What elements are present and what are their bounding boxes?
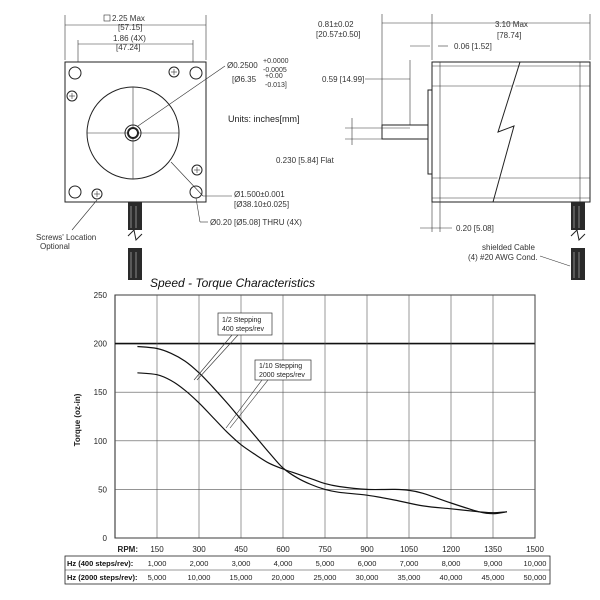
- table-cell: 3,000: [232, 559, 251, 568]
- x-tick-label: 150: [150, 545, 164, 554]
- x-tick-label: 1050: [400, 545, 418, 554]
- x-tick-label: 900: [360, 545, 374, 554]
- screw-icon: [66, 90, 78, 102]
- screw-icon: [191, 164, 203, 176]
- motor-body-side: [431, 61, 591, 203]
- speed-torque-chart: Speed - Torque Characteristics Torque (o…: [64, 276, 551, 585]
- front-view: 2.25 Max [57.15] 1.86 (4X) [47.24]: [36, 14, 302, 280]
- table-cell: 45,000: [482, 573, 505, 582]
- mount-hole-icon: [68, 66, 82, 80]
- x-tick-label: 1350: [484, 545, 502, 554]
- shaft-tol-minus: -0.0005: [263, 67, 287, 74]
- table-cell: 8,000: [442, 559, 461, 568]
- y-tick-label: 0: [103, 534, 108, 543]
- cable-front: [127, 202, 143, 280]
- mount-hole-icon: [189, 66, 203, 80]
- callout-tenth-step-line1: 1/10 Stepping: [259, 363, 302, 370]
- shaft-dia-label: Ø0.2500: [227, 61, 258, 70]
- table-cell: 5,000: [316, 559, 335, 568]
- x-tick-label: 300: [192, 545, 206, 554]
- x-tick-labels: 150 300 450 600 750 900 1050 1200 1350 1500: [150, 545, 544, 554]
- series-tenth-step-line: [137, 372, 508, 515]
- callout-tenth-step: 1/10 Stepping 2000 steps/rev: [225, 359, 312, 429]
- x-tick-label: 1200: [442, 545, 460, 554]
- cable-side: [570, 202, 586, 280]
- screws-note-1: Screws' Location: [36, 233, 96, 242]
- callout-half-step-line1: 1/2 Stepping: [222, 317, 261, 324]
- table-cell: 7,000: [400, 559, 419, 568]
- y-axis-label: Torque (oz-in): [73, 393, 82, 446]
- pilot-dia-mm-label: [Ø38.10±0.025]: [234, 200, 289, 209]
- body-max-mm-label: [78.74]: [497, 31, 521, 40]
- shaft-circle: [124, 124, 142, 142]
- width-max-mm-label: [57.15]: [118, 23, 142, 32]
- table-cell: 35,000: [398, 573, 421, 582]
- screws-note-2: Optional: [40, 242, 70, 251]
- y-tick-label: 50: [98, 485, 107, 494]
- x-tick-label: 750: [318, 545, 332, 554]
- mount-hole-icon: [189, 185, 203, 199]
- body-max-label: 3.10 Max: [495, 20, 528, 29]
- shaft-tol-plus: +0.0000: [263, 58, 289, 65]
- shaft-mm-tol-minus: -0.013]: [265, 82, 287, 89]
- flat-length-label: 0.59 [14.99]: [322, 75, 364, 84]
- pilot-dia-label: Ø1.500±0.001: [234, 190, 285, 199]
- chart-series: [137, 345, 508, 515]
- bolt-spacing-mm-label: [47.24]: [116, 43, 140, 52]
- side-view: 0.81±0.02 [20.57±0.50] 3.10 Max [78.74] …: [276, 14, 591, 280]
- shaft-side: [381, 124, 429, 140]
- shaft-dia-mm-label: [Ø6.35: [232, 75, 257, 84]
- callout-tenth-step-line2: 2000 steps/rev: [259, 372, 305, 379]
- table-cell: 1,000: [148, 559, 167, 568]
- x-tick-label: 1500: [526, 545, 544, 554]
- flat-label: 0.230 [5.84] Flat: [276, 156, 335, 165]
- y-tick-labels: 0 50 100 150 200 250: [94, 291, 108, 543]
- table-cell: 20,000: [272, 573, 295, 582]
- cable-label-2: (4) #20 AWG Cond.: [468, 253, 538, 262]
- shaft-length-mm-label: [20.57±0.50]: [316, 30, 360, 39]
- holes-label: Ø0.20 [Ø5.08] THRU (4X): [210, 218, 302, 227]
- y-tick-label: 250: [94, 291, 108, 300]
- x-tick-label: 600: [276, 545, 290, 554]
- frequency-table: Hz (400 steps/rev): Hz (2000 steps/rev):…: [64, 555, 551, 585]
- shaft-length-label: 0.81±0.02: [318, 20, 354, 29]
- table-cell: 10,000: [524, 559, 547, 568]
- y-tick-label: 150: [94, 388, 108, 397]
- table-values: 1,000 2,000 3,000 4,000 5,000 6,000 7,000 8,000…: [148, 559, 547, 582]
- cable-label-1: shielded Cable: [482, 243, 535, 252]
- pilot-height-label: 0.06 [1.52]: [454, 42, 492, 51]
- screw-icon: [91, 188, 103, 200]
- y-tick-label: 200: [94, 340, 108, 349]
- x-axis-label: RPM:: [118, 545, 138, 554]
- chart-title: Speed - Torque Characteristics: [150, 276, 315, 290]
- chart-grid: [114, 294, 536, 539]
- x-tick-label: 450: [234, 545, 248, 554]
- screw-icon: [168, 66, 180, 78]
- shaft-mm-tol-plus: +0.00: [265, 73, 283, 80]
- table-cell: 4,000: [274, 559, 293, 568]
- width-max-label: 2.25 Max: [112, 14, 145, 23]
- table-cell: 40,000: [440, 573, 463, 582]
- units-label: Units: inches[mm]: [228, 114, 300, 124]
- bolt-spacing-label: 1.86 (4X): [113, 34, 146, 43]
- mount-hole-icon: [68, 185, 82, 199]
- table-cell: 15,000: [230, 573, 253, 582]
- table-row-header: Hz (400 steps/rev):: [67, 559, 133, 568]
- series-half-step-line: [137, 345, 508, 514]
- callout-half-step-line2: 400 steps/rev: [222, 326, 265, 333]
- table-cell: 5,000: [148, 573, 167, 582]
- table-cell: 10,000: [188, 573, 211, 582]
- table-cell: 9,000: [484, 559, 503, 568]
- table-row-header: Hz (2000 steps/rev):: [67, 573, 137, 582]
- y-tick-label: 100: [94, 437, 108, 446]
- flange-label: 0.20 [5.08]: [456, 224, 494, 233]
- table-cell: 30,000: [356, 573, 379, 582]
- table-cell: 2,000: [190, 559, 209, 568]
- table-cell: 50,000: [524, 573, 547, 582]
- table-cell: 6,000: [358, 559, 377, 568]
- callout-half-step: 1/2 Stepping 400 steps/rev: [193, 312, 273, 381]
- table-cell: 25,000: [314, 573, 337, 582]
